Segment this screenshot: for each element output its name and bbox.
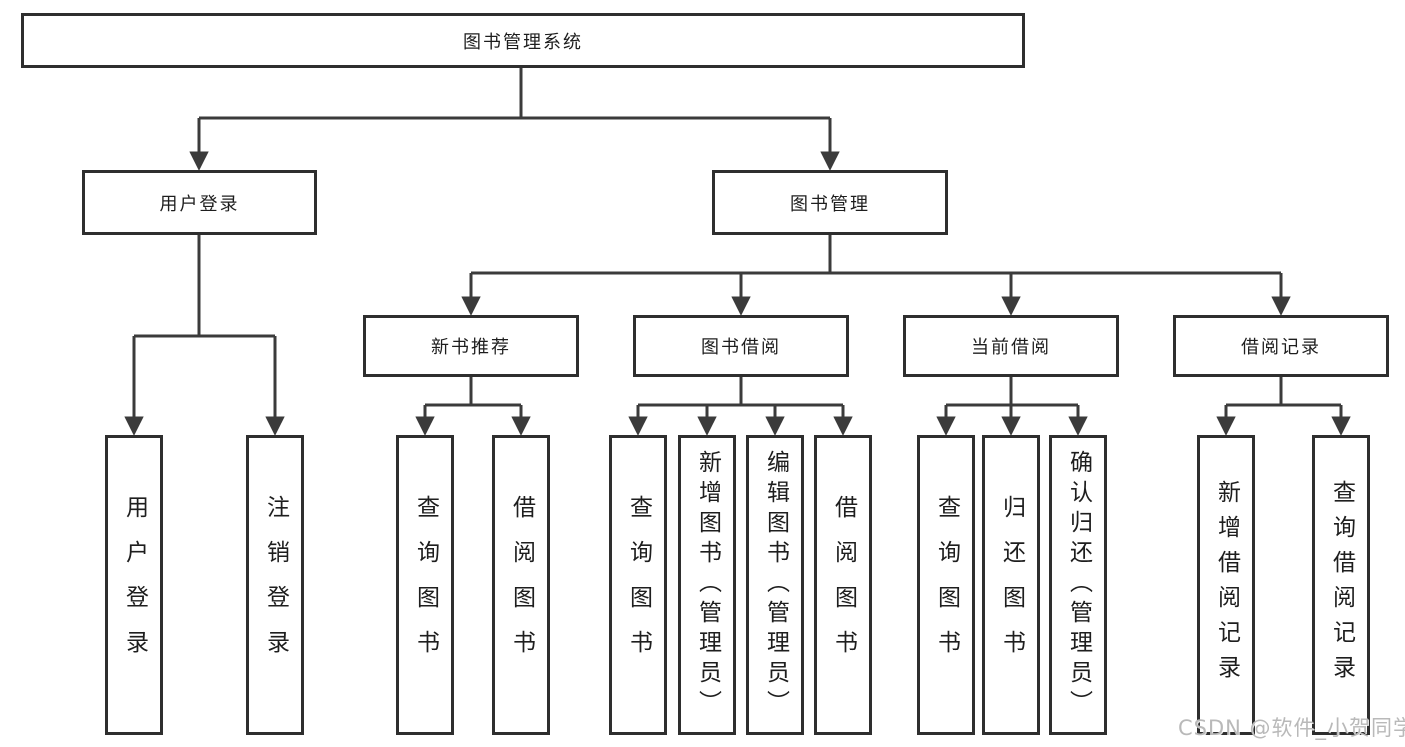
leaf-add-book-admin: 新增图书（管理员） bbox=[678, 435, 736, 735]
leaf-query-borrow-record-label: 查询借阅记录 bbox=[1328, 480, 1355, 690]
node-new-book-recommendation: 新书推荐 bbox=[363, 315, 579, 377]
leaf-borrow-books-label: 借阅图书 bbox=[830, 495, 857, 675]
leaf-query-books-recommend-label: 查询图书 bbox=[412, 495, 439, 675]
leaf-edit-book-admin-label: 编辑图书（管理员） bbox=[762, 450, 789, 720]
watermark: CSDN @软件_小贺同学 bbox=[1178, 716, 1405, 740]
leaf-add-book-admin-label: 新增图书（管理员） bbox=[694, 450, 721, 720]
leaf-query-books-current: 查询图书 bbox=[917, 435, 975, 735]
leaf-user-login-label: 用户登录 bbox=[121, 495, 148, 675]
leaf-add-borrow-record: 新增借阅记录 bbox=[1197, 435, 1255, 735]
node-borrowing-records: 借阅记录 bbox=[1173, 315, 1389, 377]
leaf-query-books-borrowing: 查询图书 bbox=[609, 435, 667, 735]
node-current-borrowing: 当前借阅 bbox=[903, 315, 1119, 377]
leaf-edit-book-admin: 编辑图书（管理员） bbox=[746, 435, 804, 735]
leaf-query-books-borrowing-label: 查询图书 bbox=[625, 495, 652, 675]
node-book-borrowing: 图书借阅 bbox=[633, 315, 849, 377]
leaf-confirm-return-admin-label: 确认归还（管理员） bbox=[1065, 450, 1092, 720]
node-user-login: 用户登录 bbox=[82, 170, 317, 235]
leaf-query-books-current-label: 查询图书 bbox=[933, 495, 960, 675]
node-book-management: 图书管理 bbox=[712, 170, 948, 235]
leaf-borrow-books-recommend: 借阅图书 bbox=[492, 435, 550, 735]
leaf-query-borrow-record: 查询借阅记录 bbox=[1312, 435, 1370, 735]
leaf-user-login: 用户登录 bbox=[105, 435, 163, 735]
leaf-add-borrow-record-label: 新增借阅记录 bbox=[1213, 480, 1240, 690]
leaf-confirm-return-admin: 确认归还（管理员） bbox=[1049, 435, 1107, 735]
leaf-return-books: 归还图书 bbox=[982, 435, 1040, 735]
node-root: 图书管理系统 bbox=[21, 13, 1025, 68]
leaf-return-books-label: 归还图书 bbox=[998, 495, 1025, 675]
leaf-logout: 注销登录 bbox=[246, 435, 304, 735]
leaf-borrow-books: 借阅图书 bbox=[814, 435, 872, 735]
leaf-logout-label: 注销登录 bbox=[262, 495, 289, 675]
leaf-query-books-recommend: 查询图书 bbox=[396, 435, 454, 735]
leaf-borrow-books-recommend-label: 借阅图书 bbox=[508, 495, 535, 675]
